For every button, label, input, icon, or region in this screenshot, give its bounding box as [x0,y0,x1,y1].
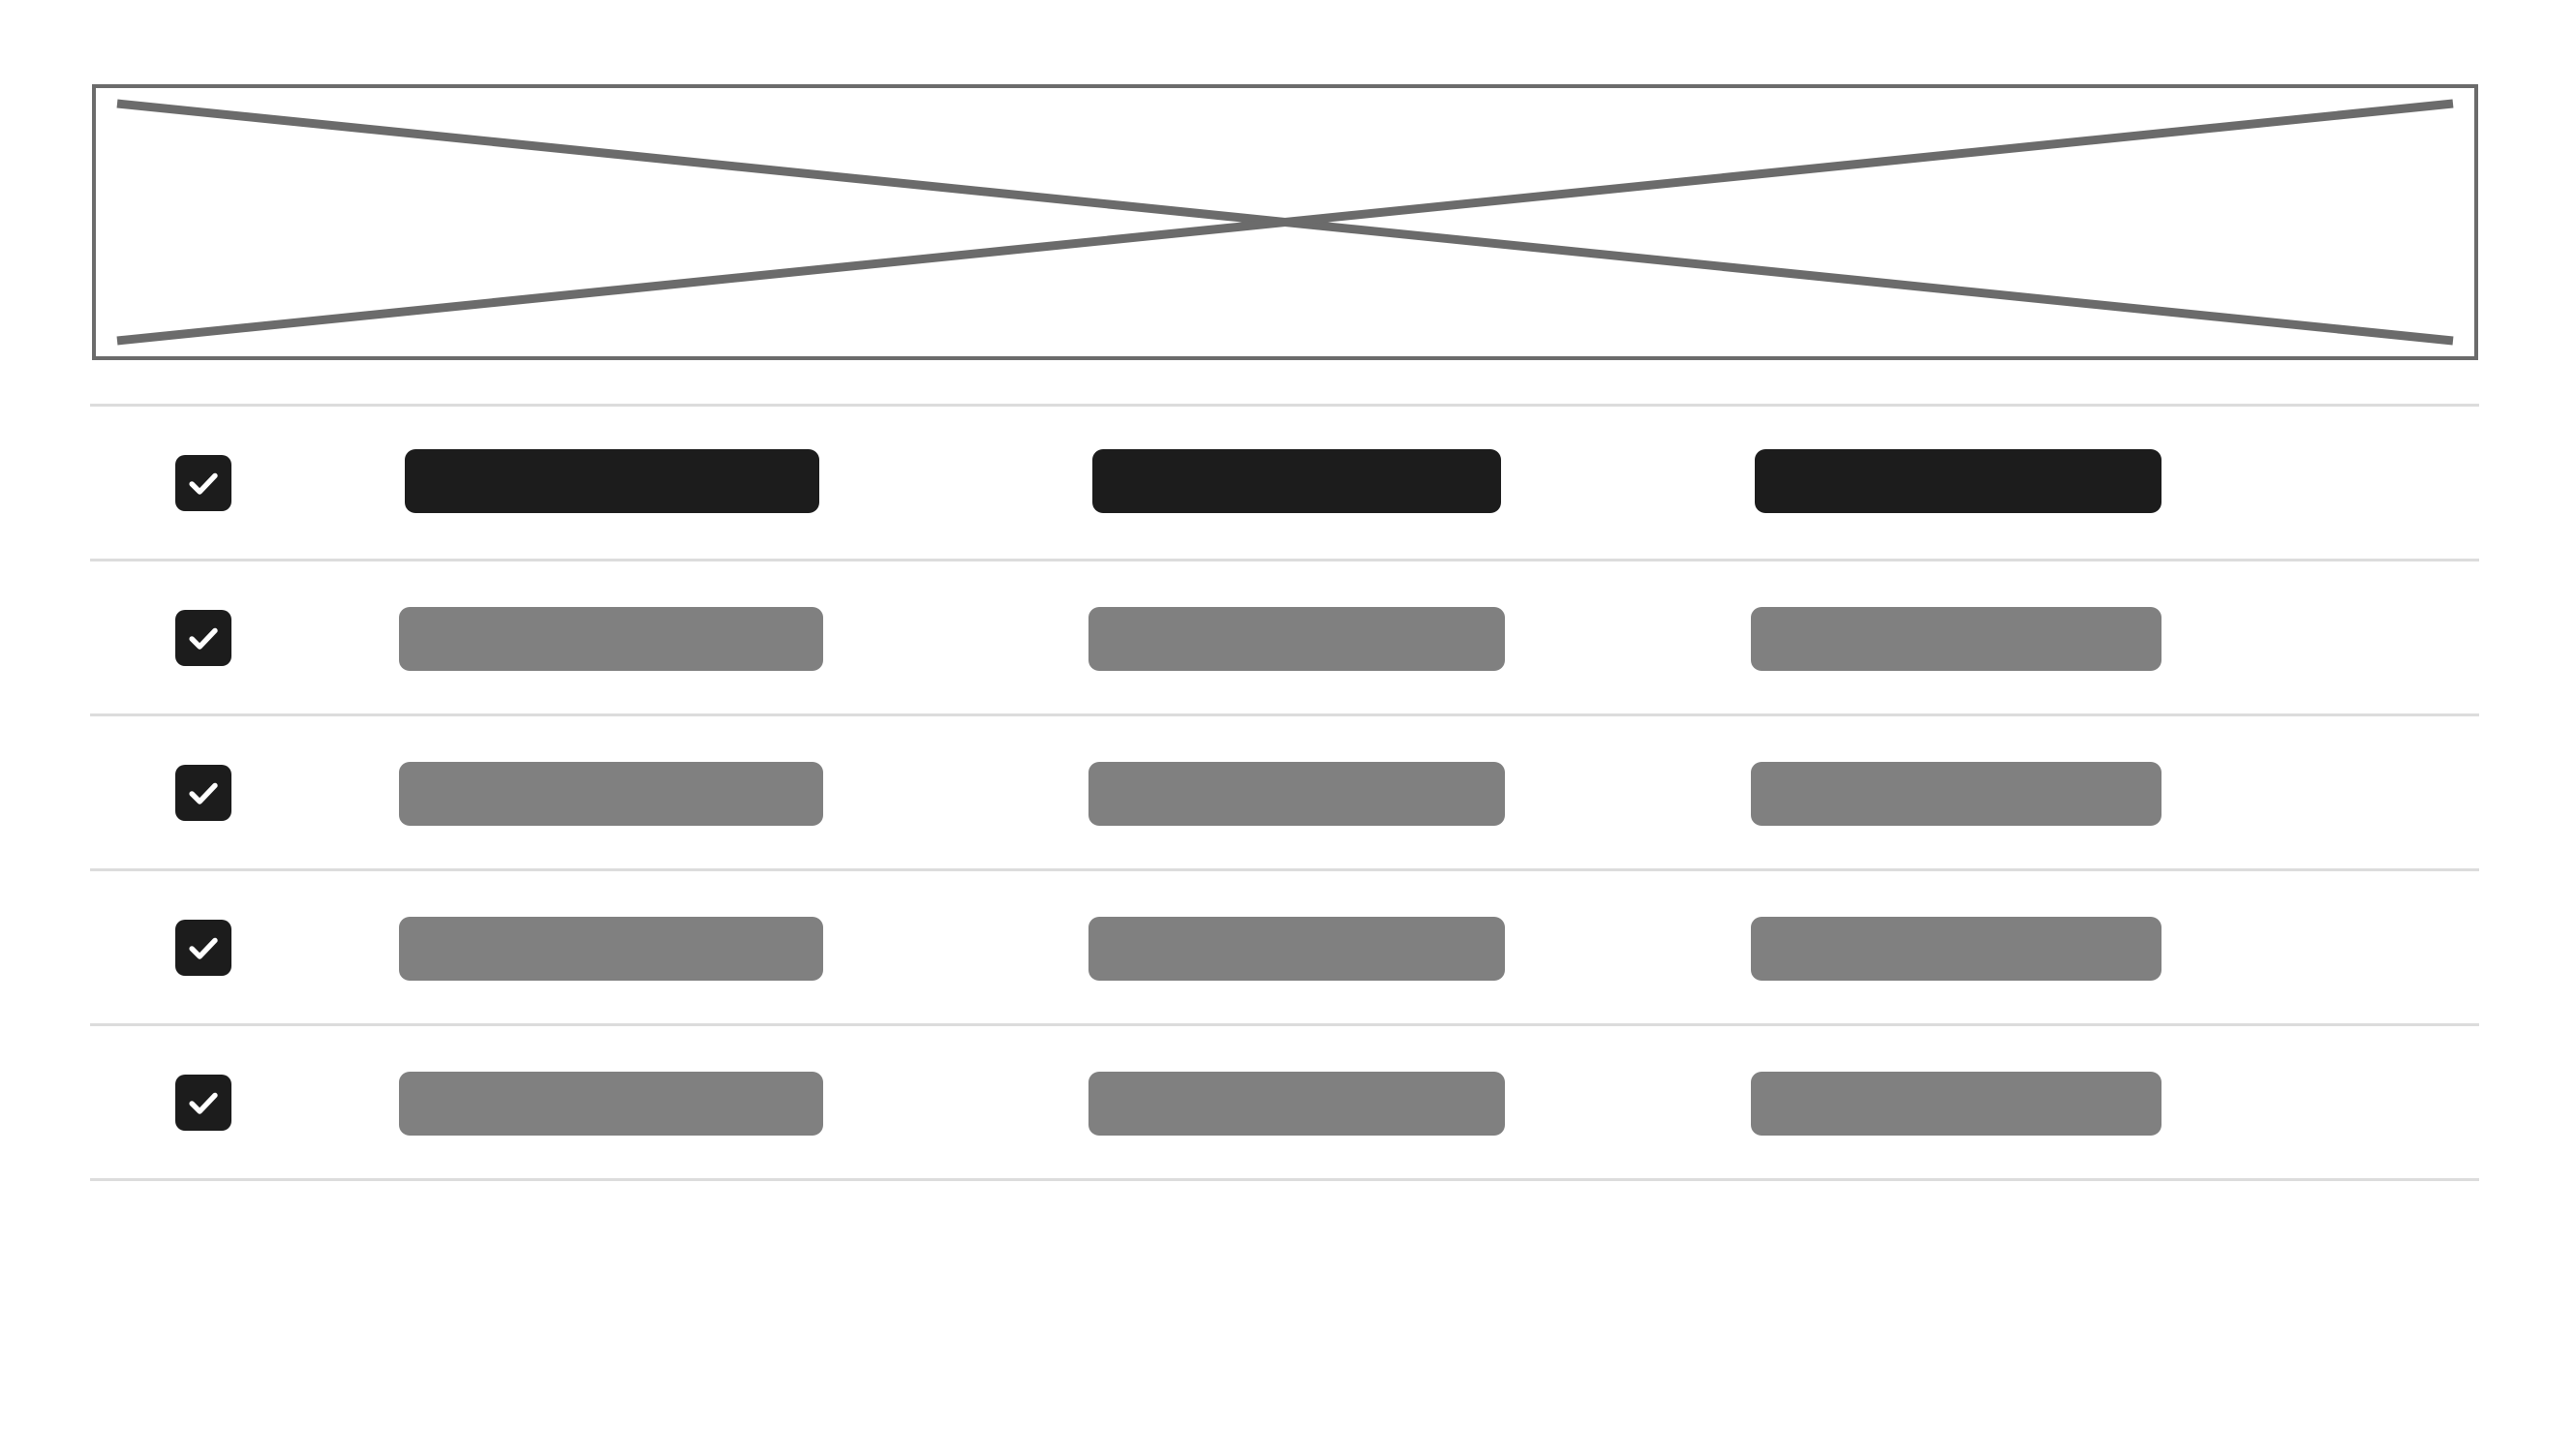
cell-placeholder-bar [1088,762,1505,826]
cell-placeholder-bar [405,449,819,513]
checkmark-icon [189,472,218,495]
cell-placeholder-bar [1088,607,1505,671]
cell-placeholder-bar [1092,449,1501,513]
list-row[interactable] [0,871,2575,1023]
cell-placeholder-bar [399,607,823,671]
cell-placeholder-bar [1755,449,2161,513]
row-content [0,561,2575,713]
placeholder-cross-icon [96,88,2474,356]
row-content [0,716,2575,868]
checkmark-icon [189,627,218,650]
row-checkbox[interactable] [175,454,231,511]
broken-image-placeholder [92,84,2478,360]
list-row[interactable] [0,407,2575,559]
cell-placeholder-bar [1088,917,1505,981]
row-checkbox[interactable] [175,764,231,821]
checkmark-icon [189,937,218,959]
checkmark-icon [189,782,218,804]
cell-placeholder-bar [399,1072,823,1136]
row-divider [90,868,2479,871]
row-content [0,1026,2575,1178]
row-checkbox[interactable] [175,1074,231,1131]
cell-placeholder-bar [1751,762,2161,826]
row-content [0,871,2575,1023]
cell-placeholder-bar [1751,607,2161,671]
row-divider [90,559,2479,561]
selectable-row-list [0,404,2575,1181]
cell-placeholder-bar [399,917,823,981]
row-checkbox[interactable] [175,919,231,976]
checkmark-icon [189,1092,218,1114]
row-content [0,407,2575,559]
cell-placeholder-bar [1751,1072,2161,1136]
list-row[interactable] [0,1026,2575,1178]
cell-placeholder-bar [1751,917,2161,981]
list-row[interactable] [0,716,2575,868]
row-divider [90,713,2479,716]
row-divider [90,1023,2479,1026]
cell-placeholder-bar [1088,1072,1505,1136]
row-divider [90,1178,2479,1181]
list-row[interactable] [0,561,2575,713]
row-divider [90,404,2479,407]
row-checkbox[interactable] [175,609,231,666]
cell-placeholder-bar [399,762,823,826]
